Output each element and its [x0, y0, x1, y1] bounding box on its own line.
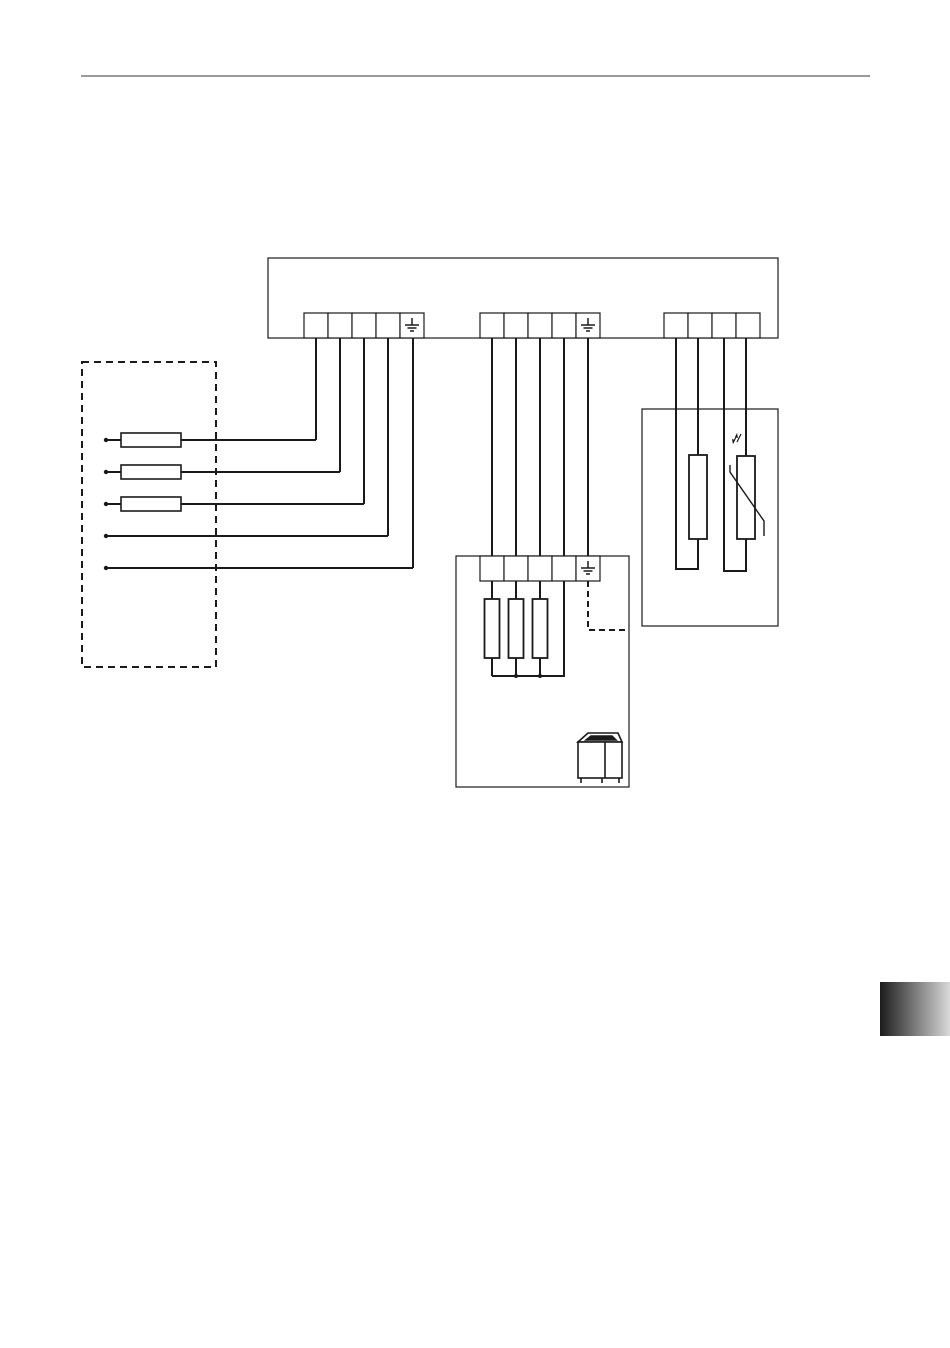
arrow-icon [737, 434, 741, 442]
temperature-sensor [689, 455, 707, 539]
earth-link [588, 581, 629, 630]
terminal [480, 313, 504, 338]
neutral-bridge [492, 581, 564, 676]
sensor-unit [676, 338, 764, 571]
heater-terminal-block [480, 313, 600, 338]
terminal [352, 313, 376, 338]
supply-wiring [104, 338, 413, 570]
terminal [688, 313, 712, 338]
page-tab-marker [880, 982, 950, 1036]
heating-element [533, 599, 548, 658]
terminal [712, 313, 736, 338]
heating-element [509, 599, 524, 658]
terminal [552, 556, 576, 581]
ntc-thermistor [737, 456, 755, 539]
terminal [504, 313, 528, 338]
heater-unit-terminal-block [480, 556, 600, 581]
terminal [528, 313, 552, 338]
terminal [736, 313, 760, 338]
sensor-unit-box [642, 409, 778, 626]
fuse-symbol [121, 465, 181, 479]
sauna-heater-icon [578, 733, 622, 783]
terminal [328, 313, 352, 338]
heater-unit [480, 338, 629, 678]
terminal [376, 313, 400, 338]
terminal [664, 313, 688, 338]
terminal [480, 556, 504, 581]
terminal [504, 556, 528, 581]
terminal [552, 313, 576, 338]
sensor-terminal-block [664, 313, 760, 338]
fuse-symbol [121, 433, 181, 447]
terminal [528, 556, 552, 581]
supply-terminal-block [304, 313, 424, 338]
control-unit-terminals [304, 313, 760, 338]
supply-panel-box [82, 362, 216, 667]
terminal [304, 313, 328, 338]
fuse-symbol [121, 497, 181, 511]
heating-element [485, 599, 500, 658]
